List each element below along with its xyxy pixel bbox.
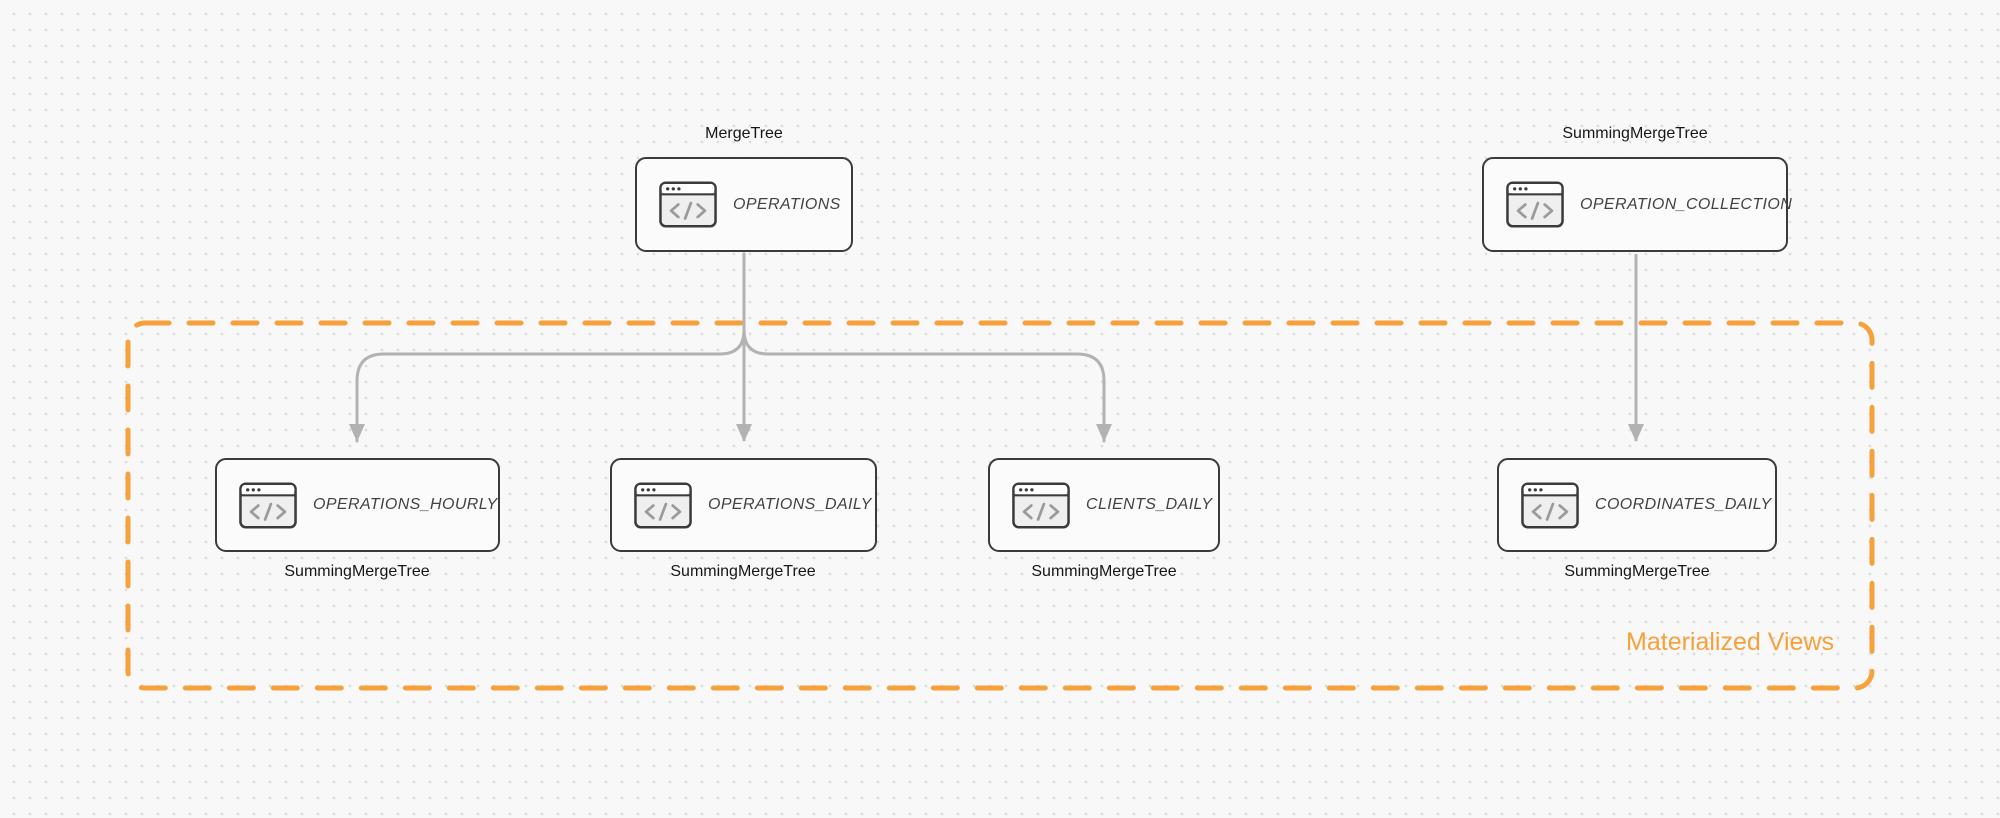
code-window-icon xyxy=(239,481,297,529)
engine-label-clients-daily: SummingMergeTree xyxy=(1031,563,1177,580)
code-window-icon xyxy=(1012,481,1070,529)
node-operations-daily[interactable]: OPERATIONS_DAILY xyxy=(610,458,877,552)
node-label: OPERATION_COLLECTION xyxy=(1580,195,1793,213)
node-operation-collection[interactable]: OPERATION_COLLECTION xyxy=(1482,157,1792,252)
materialized-views-label: Materialized Views xyxy=(1626,628,1834,656)
node-label: OPERATIONS xyxy=(733,195,841,213)
code-window-icon xyxy=(634,481,692,529)
node-operations[interactable]: OPERATIONS xyxy=(635,157,853,252)
node-label: CLIENTS_DAILY xyxy=(1086,496,1213,513)
node-clients-daily[interactable]: CLIENTS_DAILY xyxy=(988,458,1220,552)
node-label: COORDINATES_DAILY xyxy=(1595,496,1772,513)
node-coordinates-daily[interactable]: COORDINATES_DAILY xyxy=(1497,458,1777,552)
engine-label-coordinates-daily: SummingMergeTree xyxy=(1564,563,1710,580)
engine-label-operations-daily: SummingMergeTree xyxy=(670,563,816,580)
node-operations-hourly[interactable]: OPERATIONS_HOURLY xyxy=(215,458,500,552)
code-window-icon xyxy=(1521,481,1579,529)
node-label: OPERATIONS_DAILY xyxy=(708,496,872,513)
materialized-views-group-box xyxy=(125,320,1875,691)
engine-label-operations-hourly: SummingMergeTree xyxy=(284,563,430,580)
engine-label-operation-collection: SummingMergeTree xyxy=(1562,125,1708,142)
edge-operations-to-operations-hourly xyxy=(349,252,746,443)
edge-operations-to-clients-daily xyxy=(742,252,1112,443)
engine-label-operations: MergeTree xyxy=(705,125,783,142)
code-window-icon xyxy=(1506,181,1564,228)
node-label: OPERATIONS_HOURLY xyxy=(313,496,498,513)
code-window-icon xyxy=(659,181,717,228)
